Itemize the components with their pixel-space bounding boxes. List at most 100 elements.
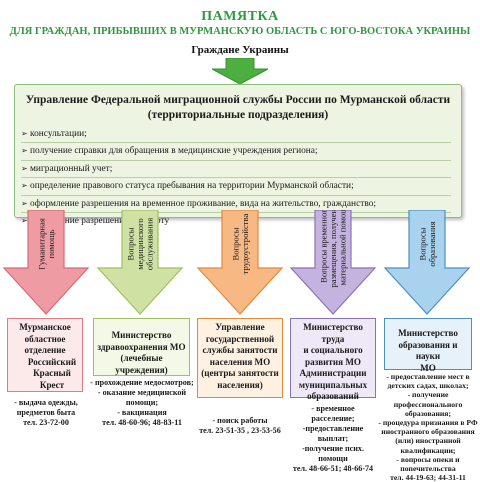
detail-line: детских садах, школах; — [387, 381, 469, 391]
employment-service-line: (центры занятости — [201, 368, 279, 378]
labour-ministry-line: Администрации — [299, 368, 367, 378]
detail-line: расселение; — [311, 414, 355, 423]
topic-arrow-shape — [196, 210, 284, 315]
fms-service-item: ➢консультации; — [21, 126, 451, 144]
fms-title-line-2: (территориальные подразделения) — [147, 109, 329, 121]
detail-line: - получение — [407, 390, 449, 400]
labour-ministry-line: муниципальных — [298, 379, 368, 390]
education-ministry-line: образования и науки — [398, 339, 458, 362]
fms-service-item: ➢миграционный учет; — [21, 161, 451, 179]
employment-service-line: Управление — [215, 322, 265, 332]
detail-line: профессионального — [393, 399, 463, 409]
employment-service-line: государственной — [205, 333, 275, 344]
fms-office-box: Управление Федеральной миграционной служ… — [14, 84, 462, 226]
bullet-icon: ➢ — [21, 163, 28, 173]
employment-service-line: населения МО — [209, 356, 271, 367]
detail-line: -предоставление — [302, 424, 364, 433]
detail-line: тел. 44-19-63; 44-31-11 — [390, 473, 466, 482]
employment-service-line: населения) — [217, 379, 263, 390]
bullet-icon: ➢ — [21, 198, 28, 208]
detail-line: - вакцинация — [117, 408, 167, 417]
detail-line: попечительства — [400, 464, 456, 474]
red-cross-line: Красный Крест — [33, 368, 71, 390]
topic-arrow: Гуманитарнаяпомощь — [2, 210, 90, 315]
bullet-icon: ➢ — [21, 129, 28, 138]
topic-arrow-label: Вопросымедицинскогообслуживания — [126, 218, 155, 270]
page-subtitle: ДЛЯ ГРАЖДАН, ПРИБЫВШИХ В МУРМАНСКУЮ ОБЛА… — [9, 26, 471, 37]
employment-service-line: службы занятости — [202, 345, 278, 355]
detail-line: иностранного образования — [381, 427, 475, 437]
labour-ministry-line: Министерство труда — [303, 322, 363, 344]
red-cross-details: - выдача одежды, предметов быта тел. 23-… — [4, 398, 88, 428]
detail-line: - выдача одежды, — [14, 398, 78, 407]
red-cross-line: областное — [24, 333, 66, 344]
education-ministry-line: МО — [420, 362, 436, 373]
detail-line: помощи; — [125, 398, 159, 407]
fms-title-line-1: Управление Федеральной миграционной служ… — [25, 94, 451, 106]
detail-line: квалификации; — [400, 445, 456, 455]
detail-line: помощи — [318, 454, 348, 463]
health-ministry-details: - прохождение медосмотров; - оказание ме… — [90, 378, 194, 428]
fms-service-item: ➢определение правового статуса пребывани… — [21, 178, 451, 196]
topic-arrow: Вопросымедицинскогообслуживания — [96, 210, 184, 315]
labour-ministry-line: образований — [307, 391, 359, 401]
detail-line: - прохождение медосмотров; — [90, 378, 194, 387]
health-ministry-line: здравоохранения МО — [97, 341, 186, 352]
bullet-icon: ➢ — [21, 181, 28, 191]
detail-line: - вопросы опеки и — [396, 454, 460, 464]
topic-arrow-label: Вопросы временногоразмещения, получением… — [319, 210, 348, 288]
fms-service-text: получение справки для обращения в медици… — [30, 146, 318, 157]
topic-arrow-shape — [96, 210, 184, 315]
red-cross-line: Мурманское — [19, 322, 71, 332]
topic-arrows: Гуманитарнаяпомощь Вопросымедицинскогообс… — [2, 210, 471, 315]
detail-line: - предоставление мест в — [386, 372, 470, 381]
labour-ministry-details: - временное расселение; -предоставление … — [288, 404, 378, 474]
topic-arrow-label: Вопросытрудоустройства — [230, 214, 250, 275]
detail-line: образования; — [404, 408, 452, 418]
labour-ministry-line: развития МО — [305, 356, 361, 367]
topic-arrow-label: Вопросыобразования — [417, 221, 437, 266]
detail-line: тел. 23-72-00 — [23, 418, 69, 427]
fms-service-text: оформление разрешения на временное прожи… — [30, 198, 376, 209]
topic-arrow: Вопросытрудоустройства — [196, 210, 284, 315]
detail-line: - поиск работы — [212, 416, 268, 425]
detail-line: - процедура признания в РФ — [378, 418, 478, 428]
fms-service-item: ➢получение справки для обращения в медиц… — [21, 143, 451, 161]
fms-service-text: оформление разрешения на работу — [30, 216, 170, 227]
health-ministry-box: Министерство здравоохранения МО (лечебны… — [93, 318, 190, 376]
fms-office-title: Управление Федеральной миграционной служ… — [15, 93, 461, 123]
education-ministry-box: Министерство образования и науки МО — [384, 318, 472, 373]
fms-service-text: консультации; — [30, 129, 87, 139]
employment-service-box: Управление государственной службы занято… — [197, 318, 283, 398]
topic-arrow: Вопросы временногоразмещения, получением… — [289, 210, 377, 315]
health-ministry-line: (лечебные учреждения) — [115, 353, 168, 375]
health-ministry-line: Министерство — [111, 330, 172, 340]
down-arrow-icon — [212, 58, 268, 84]
labour-ministry-box: Министерство труда и социального развити… — [290, 318, 376, 401]
topic-arrow-label: Гуманитарнаяпомощь — [36, 218, 56, 270]
topic-arrow: Вопросыобразования — [383, 210, 471, 315]
bullet-icon: ➢ — [21, 146, 28, 156]
red-cross-line: отделение — [24, 345, 66, 355]
fms-service-text: миграционный учет; — [30, 163, 113, 174]
detail-line: тел. 48-60-96; 48-83-11 — [102, 418, 182, 427]
detail-line: -получение псих. — [302, 444, 364, 453]
red-cross-box: Мурманское областное отделение Российски… — [7, 318, 83, 392]
labour-ministry-line: и социального — [303, 345, 363, 355]
detail-line: выплат; — [317, 434, 349, 443]
detail-line: (или) иностранной — [395, 436, 461, 446]
page-title: ПАМЯТКА — [201, 9, 279, 24]
bullet-icon: ➢ — [21, 216, 28, 226]
detail-line: предметов быта — [16, 408, 76, 417]
fms-service-item: ➢оформление разрешения на работу — [21, 213, 451, 229]
topic-arrow-shape — [383, 210, 471, 315]
detail-line: тел. 48-66-51; 48-66-74 — [292, 464, 374, 473]
fms-service-text: определение правового статуса пребывания… — [30, 181, 354, 192]
detail-line: - оказание медицинской — [97, 388, 187, 397]
detail-line: тел. 23-51-35 , 23-53-56 — [199, 426, 281, 435]
topic-arrow-shape — [2, 210, 90, 315]
topic-arrow-shape — [289, 210, 377, 315]
citizens-label: Граждане Украины — [191, 44, 289, 56]
employment-service-details: - поиск работы тел. 23-51-35 , 23-53-56 — [194, 416, 286, 436]
education-ministry-details: - предоставление мест в детских садах, ш… — [378, 372, 478, 482]
